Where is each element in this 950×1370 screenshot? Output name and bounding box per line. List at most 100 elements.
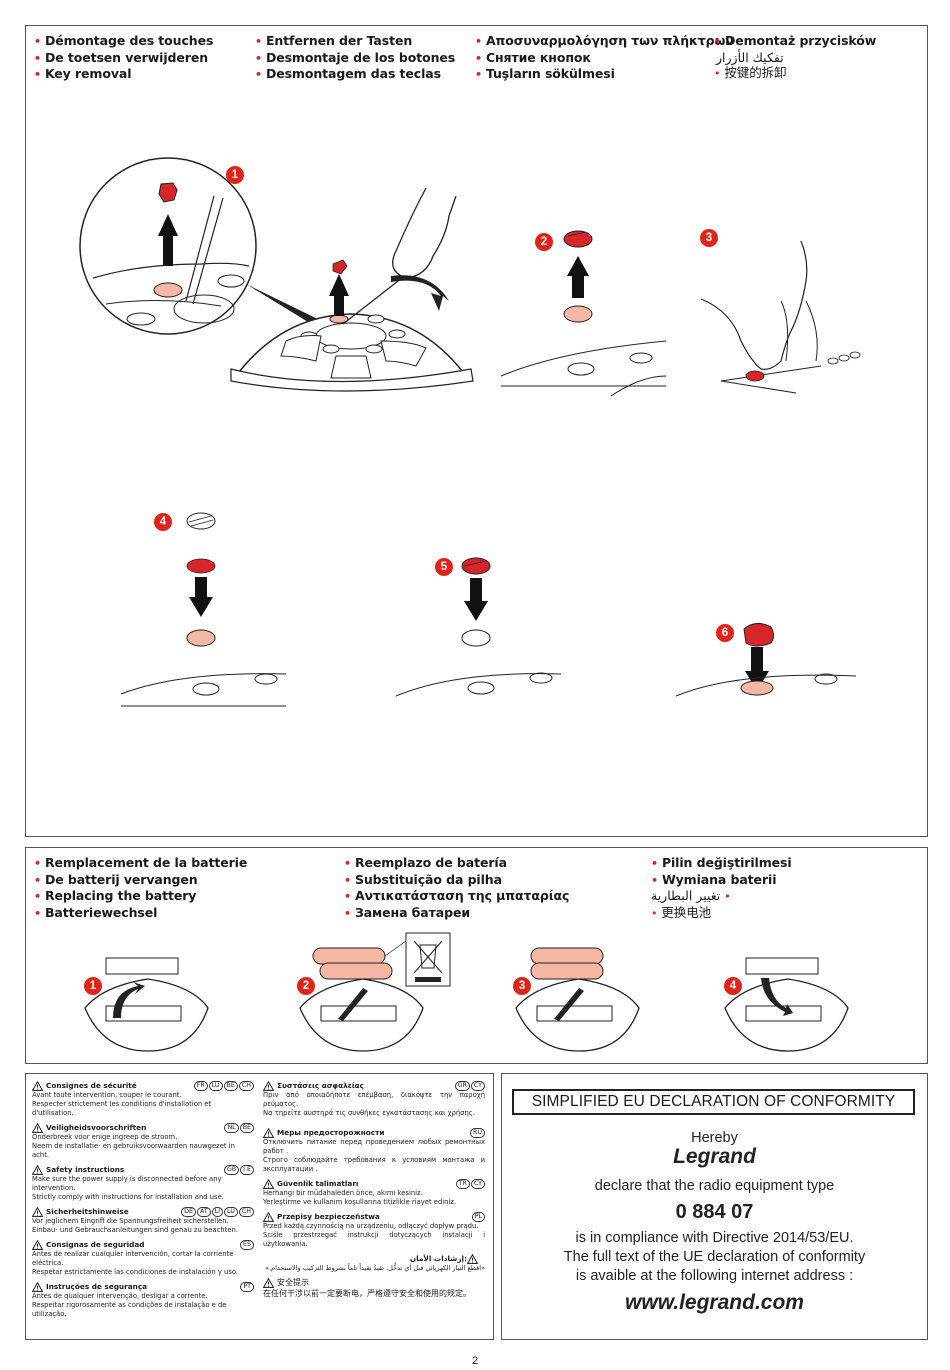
battery-heading-pl: •Wymiana baterii <box>651 871 777 887</box>
arrow-down-icon <box>745 647 769 691</box>
curved-arrow-icon <box>113 982 145 1018</box>
step-badge-2: 2 <box>535 233 553 251</box>
safety-text: Ściśle przestrzegać instrukcji dotyczący… <box>263 1231 485 1248</box>
country-code-badge: CH <box>238 1207 254 1217</box>
safety-text: Onderbreek voor enige ingreep de stroom. <box>32 1133 178 1141</box>
step-3-illustration <box>700 240 861 394</box>
step-badge-1: 1 <box>226 166 244 184</box>
safety-text: Να τηρείτε αυστηρά τις συνθήκες εγκατάστ… <box>263 1109 475 1117</box>
hand-icon <box>392 187 457 279</box>
heading-es: •Desmontaje de los botones <box>255 49 456 65</box>
legrand-url-link[interactable]: www.legrand.com <box>625 1291 804 1314</box>
safety-block-header: Przepisy bezpieczeństwa PL <box>263 1212 485 1222</box>
country-code-badge: LU <box>208 1081 223 1091</box>
hand-icon <box>700 240 808 370</box>
step-2-illustration <box>500 230 667 397</box>
country-codes: PL <box>471 1212 485 1222</box>
safety-title: Veiligheidsvoorschriften <box>46 1123 147 1132</box>
country-code-badge: NL <box>224 1123 239 1133</box>
battery-heading-en: •Replacing the battery <box>34 888 197 903</box>
safety-text: Herhangi bir müdahaleden önce, akımı kes… <box>263 1189 423 1197</box>
key-pad <box>461 629 491 647</box>
heading-pl: •Demontaż przycisków <box>714 33 877 48</box>
key-removal-heading-col-2: •Entfernen der Tasten •Desmontaje de los… <box>255 33 455 83</box>
red-key-icon <box>563 230 593 248</box>
declaration-hereby: Hereby <box>691 1130 738 1146</box>
red-key-icon <box>745 370 765 382</box>
safety-text: 在任何干涉以前一定要断电，严格遵守安全和使用的规定。 <box>263 1289 471 1298</box>
arrow-down-icon <box>464 578 488 621</box>
safety-text: Make sure the power supply is disconnect… <box>32 1175 222 1192</box>
safety-text: Einbau- und Gebrauchsanleitungen sind ge… <box>32 1226 238 1234</box>
product-code: 0 884 07 <box>675 1201 754 1223</box>
country-code-badge: PT <box>240 1282 254 1292</box>
declaration-compliance: is in compliance with Directive 2014/53/… <box>575 1230 854 1246</box>
battery-step-2-illustration <box>299 932 451 1052</box>
heading-tr: •Tuşların sökülmesi <box>475 66 615 81</box>
heading-cn: •按键的拆卸 <box>714 65 787 80</box>
battery-heading-fr: •Remplacement de la batterie <box>34 855 248 870</box>
heading-de: •Entfernen der Tasten <box>255 33 413 48</box>
key-removal-heading-col-1: •Démontage des touches •De toetsen verwi… <box>34 33 213 83</box>
heading-fr: •Démontage des touches <box>34 33 214 48</box>
safety-title: Przepisy bezpieczeństwa <box>277 1212 380 1221</box>
country-codes: RU <box>470 1128 485 1138</box>
safety-block-header: إرشادات الأمان: <box>263 1254 485 1264</box>
key-removal-panel: •Démontage des touches •De toetsen verwi… <box>25 25 928 837</box>
battery-heading-ru: •Замена батареи <box>344 904 470 920</box>
red-key-icon <box>158 182 178 203</box>
safety-text: Strictly comply with instructions for in… <box>32 1193 224 1201</box>
step-4-illustration <box>120 512 287 707</box>
battery-icon <box>312 947 386 965</box>
safety-text: Antes de qualquer intervenção, desligar … <box>32 1292 208 1300</box>
warning-triangle-icon <box>467 1254 478 1264</box>
key-removal-heading-col-3: •Αποσυναρμολόγηση των πλήκτρων •Снятие к… <box>475 33 734 83</box>
safety-title: Sicherheitshinweise <box>46 1207 129 1216</box>
curved-arrow-icon <box>761 978 793 1016</box>
battery-heading-gr: •Αντικατάσταση της μπαταρίας <box>344 888 570 903</box>
country-code-badge: AT <box>197 1207 211 1217</box>
warning-triangle-icon <box>263 1128 274 1138</box>
battery-step-1-illustration <box>84 957 209 1052</box>
key-pad <box>563 305 593 323</box>
country-code-badge: FR <box>193 1081 208 1091</box>
page-number: 2 <box>471 1355 479 1367</box>
arrow-icon <box>338 988 368 1021</box>
battery-icon <box>319 962 393 980</box>
heading-pt: •Desmontagem das teclas <box>255 66 441 81</box>
battery-icon <box>530 947 604 965</box>
declaration-declare: declare that the radio equipment type <box>594 1178 835 1194</box>
arrow-up-icon <box>567 256 589 298</box>
warning-triangle-icon <box>263 1179 274 1189</box>
country-code-badge: RU <box>470 1128 485 1138</box>
safety-text: Przed każdą czynnością na urządzeniu, od… <box>263 1222 479 1230</box>
arrow-down-icon <box>189 577 213 617</box>
step-badge-3: 3 <box>700 229 718 247</box>
battery-step-badge-1: 1 <box>84 977 102 995</box>
safety-text: Neem de installatie- en gebruiksvoorwaar… <box>32 1142 235 1159</box>
country-code-badge: BE <box>239 1123 254 1133</box>
country-code-badge: CY <box>470 1081 485 1091</box>
battery-heading-col-3: •Pilin değiştirilmesi •Wymiana baterii ت… <box>651 855 792 921</box>
safety-block: إرشادات الأمان:«اقطع التيار الكهربائي قب… <box>263 1254 485 1273</box>
declaration-available: is avaible at the following internet add… <box>575 1268 854 1284</box>
warning-triangle-icon <box>32 1081 43 1091</box>
declaration-title: SIMPLIFIED EU DECLARATION OF CONFORMITY <box>512 1089 915 1115</box>
